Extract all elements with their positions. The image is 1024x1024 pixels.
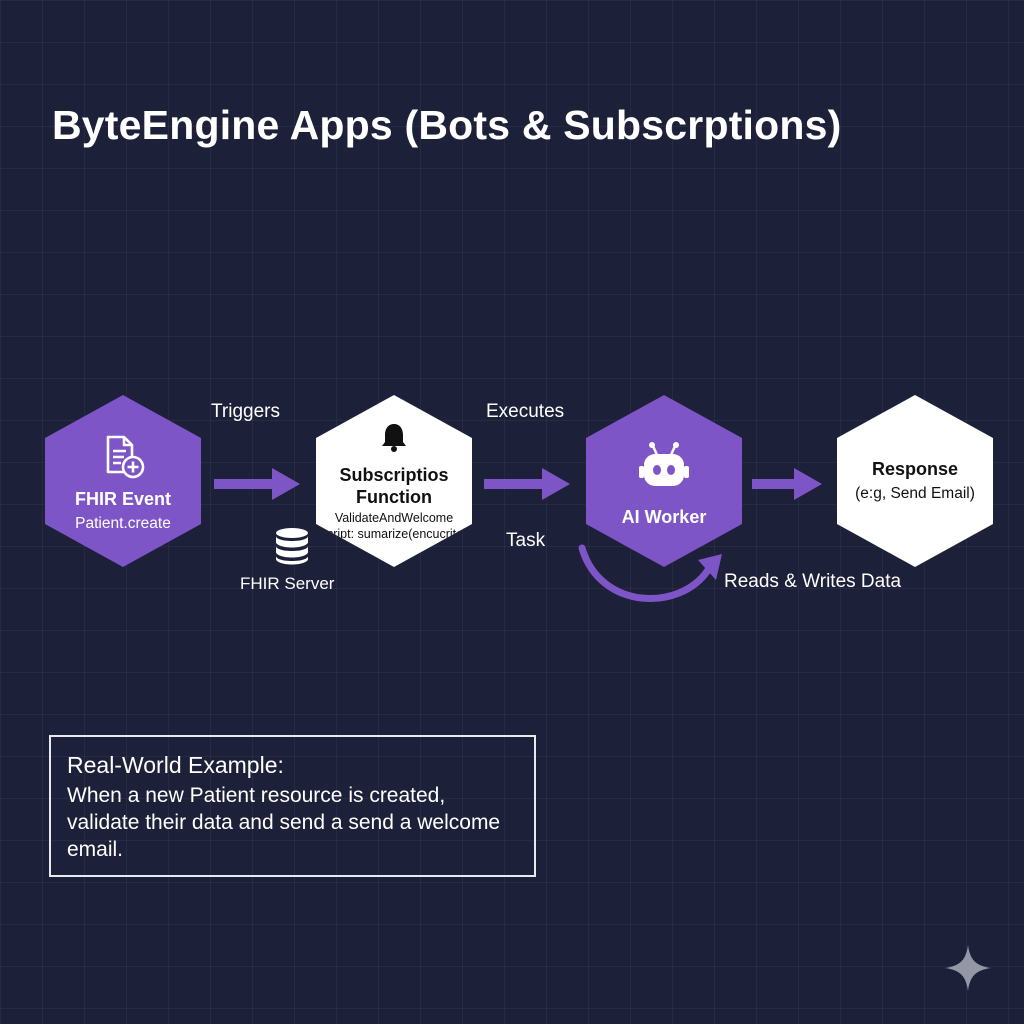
- sparkle-icon: [945, 945, 991, 991]
- subscription-detail-name: ValidateAndWelcome: [334, 511, 454, 525]
- bell-icon: [380, 422, 408, 452]
- database-icon: [274, 527, 310, 565]
- fhir-event-subtitle: Patient.create: [75, 515, 171, 532]
- subscription-function-node: Subscriptios Function ValidateAndWelcome…: [316, 395, 472, 567]
- fhir-event-title: FHIR Event: [74, 489, 171, 509]
- robot-icon: [634, 440, 694, 490]
- label-fhir-server: FHIR Server: [240, 574, 335, 593]
- subscription-detail-script: script: sumarize(encucrite): [320, 527, 468, 541]
- ai-worker-title: AI Worker: [621, 507, 707, 527]
- arrow-triggers: [214, 468, 300, 500]
- fhir-event-node: FHIR Event Patient.create: [45, 395, 201, 567]
- subscription-title-line2: Function: [356, 487, 432, 507]
- example-heading: Real-World Example:: [67, 752, 284, 778]
- label-executes: Executes: [486, 401, 565, 422]
- arrow-response: [752, 468, 822, 500]
- response-subtitle: (e:g, Send Email): [855, 485, 975, 502]
- label-triggers: Triggers: [211, 401, 280, 422]
- response-title: Response: [871, 459, 959, 479]
- real-world-example-box: Real-World Example: When a new Patient r…: [49, 735, 536, 877]
- page-title: ByteEngine Apps (Bots & Subscrptions): [52, 102, 842, 148]
- subscription-title-line1: Subscriptios: [339, 465, 449, 485]
- example-body: When a new Patient resource is created, …: [67, 784, 501, 861]
- response-node: Response (e:g, Send Email): [837, 395, 993, 567]
- document-add-icon: [100, 434, 146, 480]
- label-task: Task: [506, 530, 546, 551]
- arrow-executes: [484, 468, 570, 500]
- label-reads-writes: Reads & Writes Data: [724, 571, 902, 592]
- reads-writes-curved-arrow: [578, 544, 722, 602]
